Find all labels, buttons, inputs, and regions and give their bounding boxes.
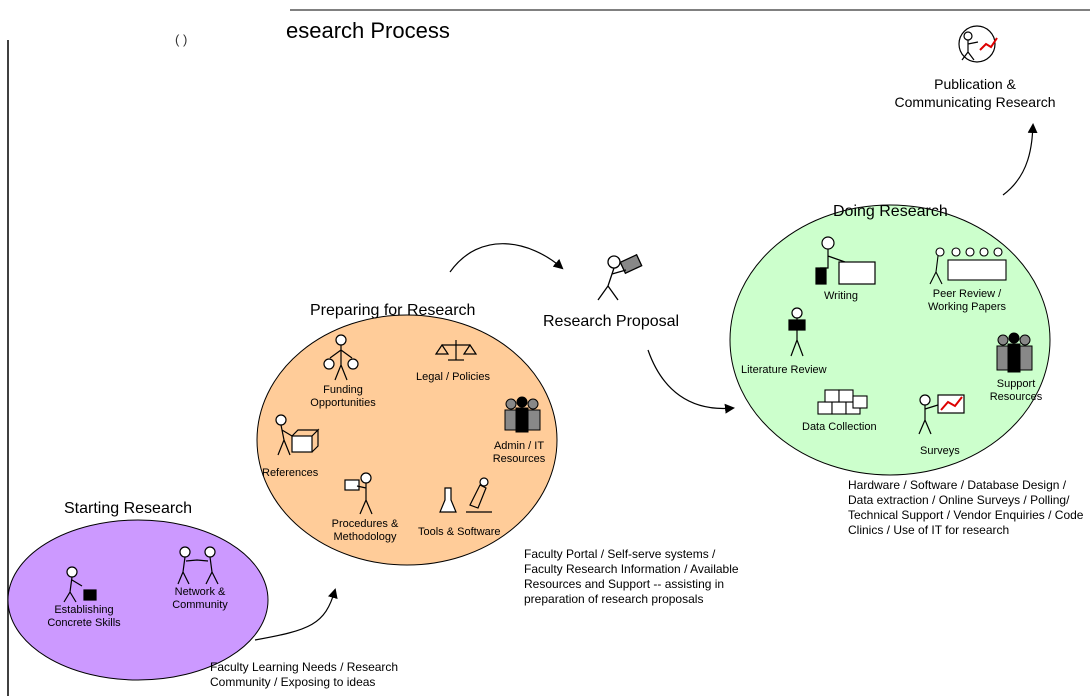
references-label: References (262, 467, 319, 479)
data-collection-boxes-icon (817, 389, 868, 415)
literature-review-label: Literature Review (741, 364, 827, 376)
tools-software-icon (439, 477, 492, 513)
doing-research-label: Doing Research (833, 203, 948, 220)
establishing-skills-label: Establishing Concrete Skills (47, 604, 121, 629)
network-community-label: Network & Community (172, 586, 228, 611)
network-community-icon (177, 546, 219, 585)
data-collection-label: Data Collection (802, 421, 877, 433)
title-fragment: ( ) (175, 32, 188, 47)
peer-review-label: Peer Review / Working Papers (927, 288, 1007, 313)
preparing-research-ellipse (256, 314, 558, 566)
preparing-research-note: Faculty Portal / Self-serve systems / Fa… (524, 547, 739, 606)
procedures-icon (344, 472, 373, 515)
surveys-label: Surveys (920, 445, 960, 457)
admin-it-label: Admin / IT Resources (492, 440, 546, 465)
tools-software-label: Tools & Software (418, 526, 501, 538)
doing-research-note: Hardware / Software / Database Design / … (848, 478, 1084, 537)
research-proposal-runner-icon (597, 253, 643, 301)
support-resources-label: Support Resources (989, 378, 1043, 403)
legal-scales-icon (434, 340, 478, 361)
writing-label: Writing (824, 290, 859, 302)
surveys-icon (918, 394, 965, 435)
writing-icon (815, 236, 876, 285)
arrow-starting-to-preparing (254, 588, 338, 641)
establishing-skills-icon (63, 566, 97, 603)
preparing-research-label: Preparing for Research (310, 302, 476, 319)
starting-research-note: Faculty Learning Needs / Research Commun… (210, 660, 399, 689)
peer-review-icon (929, 247, 1007, 285)
publication-label: Publication & Communicating Research (894, 76, 1056, 110)
funding-icon (323, 334, 359, 381)
legal-policies-label: Legal / Policies (416, 371, 490, 383)
literature-review-icon (788, 307, 806, 357)
publication-globe-icon (958, 25, 998, 63)
procedures-label: Procedures & Methodology (331, 518, 399, 543)
admin-it-people-icon (504, 396, 541, 433)
arrow-preparing-to-proposal (449, 243, 564, 273)
funding-label: Funding Opportunities (310, 384, 376, 409)
arrow-proposal-to-doing (647, 349, 735, 414)
arrow-doing-to-publication (1002, 123, 1038, 196)
starting-research-label: Starting Research (64, 500, 193, 517)
page-title: esearch Process (286, 18, 450, 43)
research-proposal-label: Research Proposal (543, 313, 680, 330)
support-resources-icon (996, 332, 1033, 373)
references-icon (275, 414, 320, 456)
